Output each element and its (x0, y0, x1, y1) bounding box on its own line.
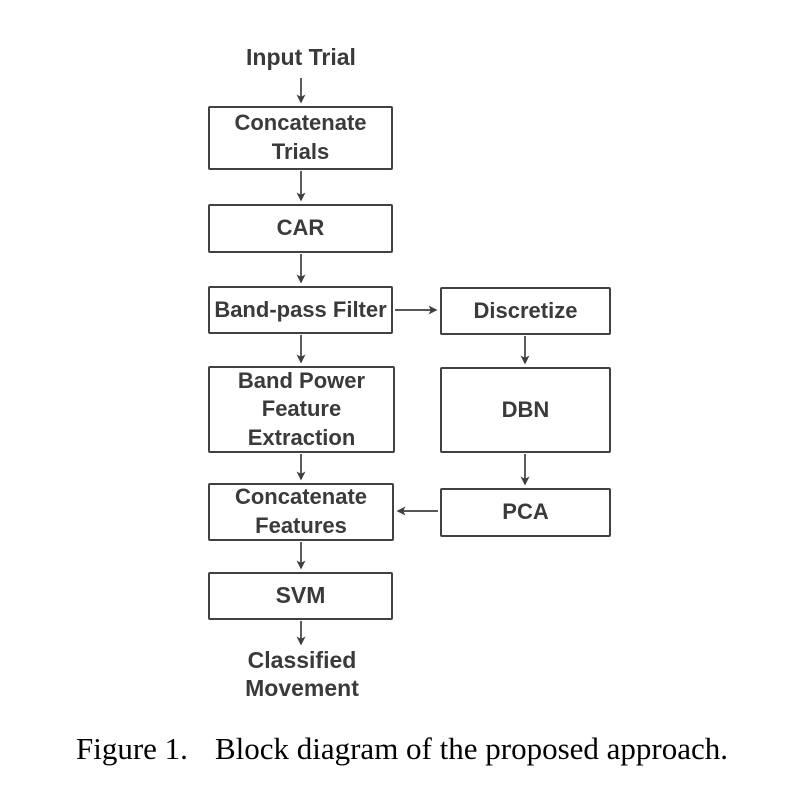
node-concatenate-features: Concatenate Features (208, 483, 394, 541)
label-input-trial: Input Trial (206, 43, 396, 71)
node-car-label: CAR (276, 215, 325, 241)
label-input-trial-text: Input Trial (246, 44, 356, 70)
node-pca-label: PCA (502, 499, 549, 525)
node-concatenate-trials: Concatenate Trials (208, 106, 393, 170)
node-concatenate-features-label: Concatenate Features (234, 484, 368, 538)
node-band-power-feature-extraction-label: Band Power Feature Extraction (237, 367, 366, 450)
figure-caption-text: Block diagram of the proposed approach. (214, 731, 728, 766)
node-discretize-label: Discretize (473, 297, 578, 323)
node-band-pass-filter: Band-pass Filter (208, 286, 393, 334)
node-dbn-label: DBN (501, 396, 550, 422)
node-dbn: DBN (440, 367, 611, 453)
node-car: CAR (208, 204, 393, 253)
node-discretize: Discretize (440, 287, 611, 335)
node-svm-label: SVM (275, 582, 326, 609)
node-pca: PCA (440, 488, 611, 537)
node-svm: SVM (208, 572, 393, 620)
node-band-power-feature-extraction: Band Power Feature Extraction (208, 366, 395, 453)
figure-caption: Figure 1. Block diagram of the proposed a… (76, 731, 728, 767)
label-classified-movement: Classified Movement (212, 646, 392, 702)
label-classified-movement-text: Classified Movement (245, 647, 359, 702)
node-band-pass-filter-label: Band-pass Filter (214, 296, 387, 322)
figure-caption-number: Figure 1. (76, 731, 188, 766)
node-concatenate-trials-label: Concatenate Trials (234, 110, 367, 164)
